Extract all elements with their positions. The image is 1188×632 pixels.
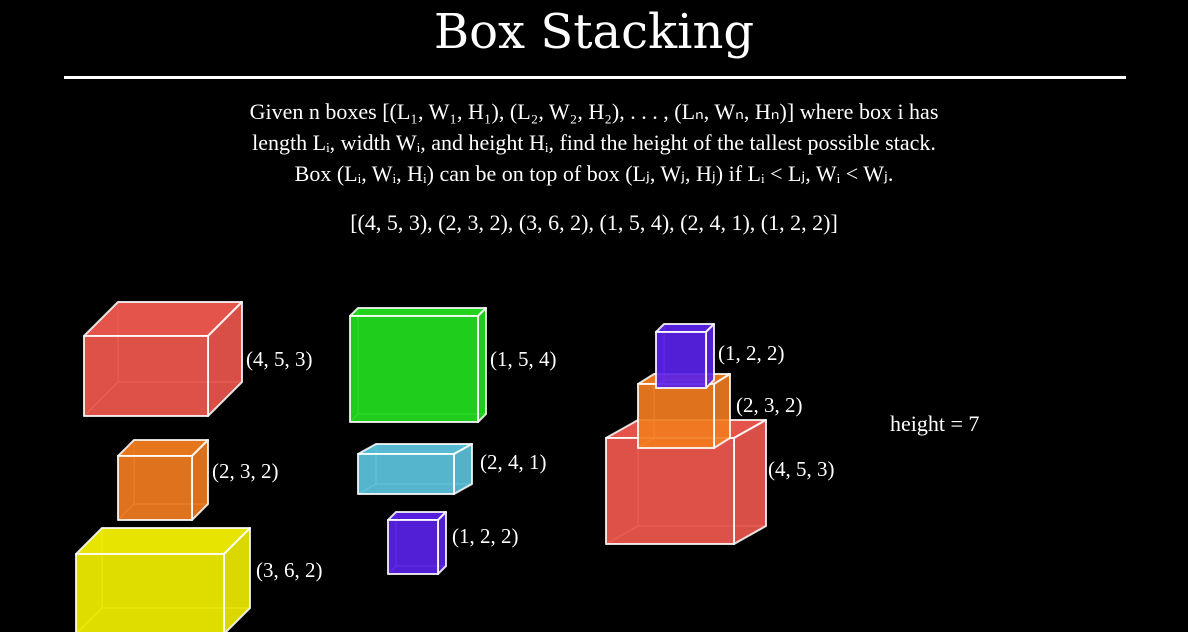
box-label: (2, 3, 2) bbox=[212, 459, 279, 483]
cuboid-shape bbox=[117, 439, 209, 521]
box-1-2-2: (1, 2, 2) bbox=[387, 511, 519, 575]
cuboid-side-face bbox=[477, 307, 487, 423]
cuboid-front-face bbox=[387, 519, 439, 575]
cuboid-shape bbox=[357, 443, 473, 495]
cuboid-front-face bbox=[655, 331, 707, 389]
box-2-3-2: (2, 3, 2) bbox=[117, 439, 279, 521]
box-label: (4, 5, 3) bbox=[246, 347, 313, 371]
cuboid-side-face bbox=[713, 373, 731, 449]
box-label: (2, 3, 2) bbox=[736, 393, 803, 417]
box-3-6-2: (3, 6, 2) bbox=[75, 527, 323, 632]
cuboid-top-face bbox=[655, 323, 715, 333]
cuboid-top-face bbox=[387, 511, 447, 521]
cuboid-shape bbox=[75, 527, 251, 632]
cuboid-shape bbox=[349, 307, 487, 423]
page-title: Box Stacking bbox=[433, 4, 755, 60]
box-label: (4, 5, 3) bbox=[768, 457, 835, 481]
problem-line-1: Given n boxes [(L₁, W₁, H₁), (L₂, W₂, H₂… bbox=[249, 99, 939, 124]
stack-box-1-2-2: (1, 2, 2) bbox=[655, 323, 785, 389]
cuboid-front-face bbox=[637, 383, 715, 449]
cuboid-front-face bbox=[349, 315, 479, 423]
cuboid-side-face bbox=[453, 443, 473, 495]
cuboid-front-face bbox=[357, 453, 455, 495]
input-box-list: [(4, 5, 3), (2, 3, 2), (3, 6, 2), (1, 5,… bbox=[350, 210, 838, 235]
cuboid-top-face bbox=[349, 307, 487, 317]
box-label: (1, 2, 2) bbox=[452, 524, 519, 548]
box-label: (2, 4, 1) bbox=[480, 450, 547, 474]
box-4-5-3: (4, 5, 3) bbox=[83, 301, 313, 417]
cuboid-side-face bbox=[705, 323, 715, 389]
cuboid-top-face bbox=[75, 527, 251, 555]
problem-statement: Given n boxes [(L₁, W₁, H₁), (L₂, W₂, H₂… bbox=[60, 96, 1128, 189]
title-divider bbox=[64, 76, 1126, 79]
cuboid-side-face bbox=[437, 511, 447, 575]
cuboid-front-face bbox=[605, 437, 735, 545]
cuboid-side-face bbox=[223, 527, 251, 632]
cuboid-shape bbox=[83, 301, 243, 417]
cuboid-front-face bbox=[117, 455, 193, 521]
cuboid-side-face bbox=[733, 419, 767, 545]
box-label: (1, 2, 2) bbox=[718, 341, 785, 365]
box-2-4-1: (2, 4, 1) bbox=[357, 443, 547, 495]
box-label: (3, 6, 2) bbox=[256, 558, 323, 582]
cuboid-front-face bbox=[75, 553, 225, 632]
cuboid-front-face bbox=[83, 335, 209, 417]
stack-height-result: height = 7 bbox=[890, 411, 979, 436]
box-label: (1, 5, 4) bbox=[490, 347, 557, 371]
problem-line-2: length Lᵢ, width Wᵢ, and height Hᵢ, find… bbox=[252, 130, 936, 155]
cuboid-shape bbox=[655, 323, 715, 389]
box-1-5-4: (1, 5, 4) bbox=[349, 307, 557, 423]
problem-line-3: Box (Lᵢ, Wᵢ, Hᵢ) can be on top of box (L… bbox=[294, 161, 894, 186]
cuboid-shape bbox=[387, 511, 447, 575]
stack-box-2-3-2: (2, 3, 2) bbox=[637, 373, 803, 449]
